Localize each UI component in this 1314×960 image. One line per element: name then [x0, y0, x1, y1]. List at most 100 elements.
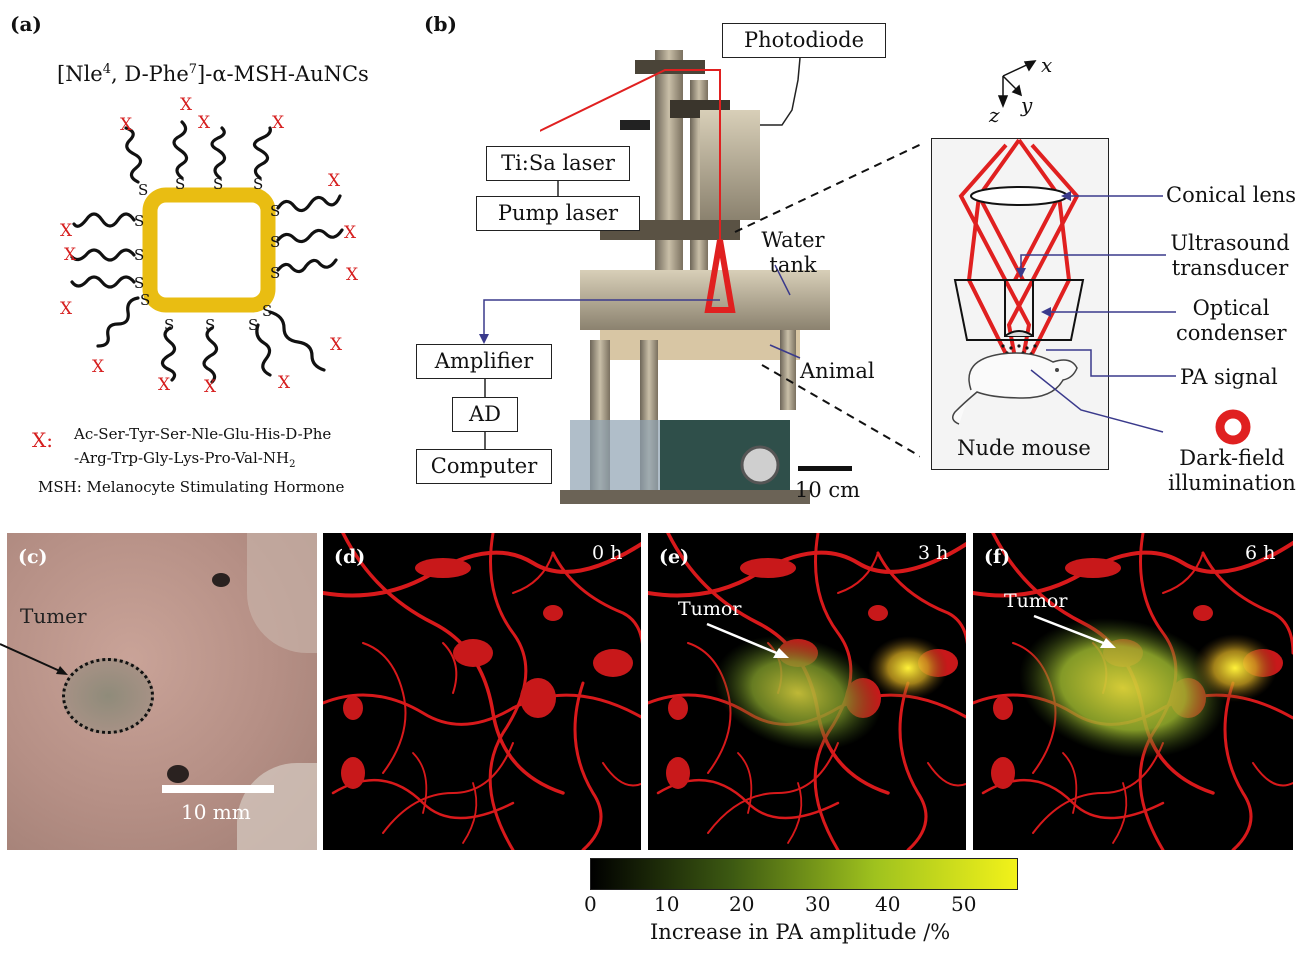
title-sup-2: 7	[188, 62, 198, 77]
peptide-chain	[276, 194, 342, 213]
s-label-4: S	[253, 175, 263, 193]
animal-label: Animal	[800, 359, 875, 383]
computer-box: Computer	[416, 449, 552, 484]
darkfield-ring-icon	[1215, 409, 1251, 445]
panel-c-photo	[7, 533, 317, 850]
setup-connectors	[479, 57, 920, 471]
water-tank-pointer	[774, 264, 791, 296]
axis-y-label: y	[1020, 93, 1033, 117]
panel-f-time: 6 h	[1245, 542, 1276, 564]
peptide-chain	[70, 248, 136, 262]
axis-z-label: z	[988, 103, 1000, 127]
peptide-chain	[96, 296, 140, 348]
title-sup-1: 4	[102, 62, 111, 77]
tisa-laser-box: Ti:Sa laser	[486, 146, 630, 181]
panel-d-image	[323, 533, 641, 850]
gold-nanocage	[142, 187, 276, 313]
s-label-6: S	[270, 233, 280, 251]
s-label-14: S	[134, 246, 144, 264]
title-suffix: ]-α-MSH-AuNCs	[197, 62, 369, 86]
s-label-3: S	[213, 175, 223, 193]
clamp	[620, 120, 650, 130]
x-label-12: X	[92, 357, 105, 377]
ad-box: AD	[452, 397, 518, 432]
laser-cone	[704, 239, 736, 313]
s-label-13: S	[134, 274, 144, 292]
peptide-chain	[202, 326, 219, 384]
pointer-ultrasound	[1020, 254, 1166, 274]
pump-laser-box: Pump laser	[476, 196, 640, 231]
x-label-6: X	[344, 223, 357, 243]
photodiode-cable	[760, 57, 801, 126]
x-label-2: X	[180, 95, 193, 115]
peptide-chain	[160, 326, 177, 382]
msh-note: MSH: Melanocyte Stimulating Hormone	[38, 478, 345, 496]
optics-tube	[700, 110, 760, 220]
panel-e-arrow	[706, 622, 789, 658]
nanocage-diagram: S S S S S S S S S S S S S S S X X X X X …	[60, 95, 359, 397]
photodiode-box: Photodiode	[722, 23, 886, 58]
panel-f-tumor-label: Tumor	[1004, 590, 1068, 612]
tick-20: 20	[729, 892, 755, 916]
vertical-post	[655, 50, 683, 310]
scale-bar-label: 10 cm	[795, 478, 861, 502]
panel-e-label: (e)	[659, 546, 690, 568]
colorbar-label: Increase in PA amplitude /%	[650, 920, 951, 944]
tick-10: 10	[654, 892, 680, 916]
nude-mouse-label: Nude mouse	[957, 436, 1091, 460]
sequence-line-2: -Arg-Trp-Gly-Lys-Pro-Val-NH2	[74, 449, 296, 470]
peptide-chain	[124, 126, 143, 184]
x-label-5: X	[328, 171, 341, 191]
zoom-diagram: x y z	[952, 53, 1251, 445]
sequence-line-1: Ac-Ser-Tyr-Ser-Nle-Glu-His-D-Phe	[74, 425, 332, 443]
legend-x-mark: X:	[32, 428, 53, 452]
peptide-chain	[255, 323, 272, 377]
pa-signal-label: PA signal	[1180, 365, 1278, 389]
axis-x-label: x	[1041, 53, 1052, 77]
panel-a-label: (a)	[10, 12, 42, 36]
tick-30: 30	[805, 892, 831, 916]
x-label-15: X	[60, 221, 73, 241]
colorbar-ticks: 0 10 20 30 40 50	[580, 892, 1000, 918]
tick-50: 50	[951, 892, 977, 916]
x-label-3: X	[198, 113, 211, 133]
s-label-9: S	[248, 316, 258, 334]
x-label-8: X	[330, 335, 343, 355]
x-label-14: X	[64, 245, 77, 265]
panel-b-label: (b)	[424, 12, 457, 36]
title-mid: , D-Phe	[111, 62, 189, 86]
s-label-12: S	[140, 291, 150, 309]
s-label-10: S	[205, 316, 215, 334]
conical-lens	[970, 186, 1068, 206]
scale-bar-10cm	[798, 466, 852, 471]
animal-bed	[600, 330, 800, 360]
peptide-chain	[252, 126, 272, 180]
optical-condenser	[953, 279, 1085, 341]
panel-c-tumor-label: Tumer	[20, 604, 87, 628]
peptide-chain	[72, 212, 136, 228]
zoom-line-top	[734, 143, 920, 233]
panel-e-image	[648, 533, 966, 850]
peptide-sequence: Ac-Ser-Tyr-Ser-Nle-Glu-His-D-Phe -Arg-Tr…	[74, 422, 331, 477]
leg-post	[780, 330, 796, 410]
panel-d-label: (d)	[334, 546, 366, 568]
s-label-11: S	[164, 316, 174, 334]
x-label-13: X	[60, 299, 73, 319]
x-label-10: X	[204, 377, 217, 397]
tick-0: 0	[584, 892, 597, 916]
x-label-4: X	[272, 113, 285, 133]
panel-c-label: (c)	[18, 546, 48, 568]
s-label-8: S	[262, 302, 272, 320]
s-label-2: S	[175, 175, 185, 193]
knob	[740, 445, 780, 485]
title-prefix: [Nle	[57, 62, 103, 86]
x-label-9: X	[278, 373, 291, 393]
x-label-1: X	[120, 115, 133, 135]
s-label-7: S	[270, 264, 280, 282]
x-label-11: X	[158, 375, 171, 395]
panel-d-time: 0 h	[592, 542, 623, 564]
